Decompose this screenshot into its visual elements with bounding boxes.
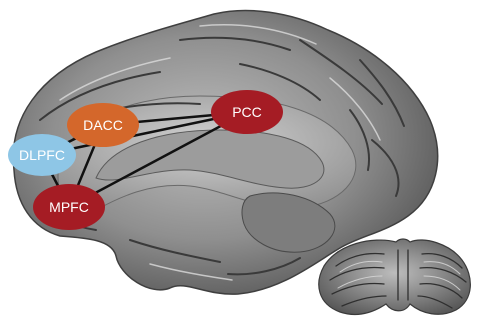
coronal-section-inset — [319, 239, 471, 314]
node-dacc: DACC — [67, 103, 139, 147]
node-dlpfc-label: DLPFC — [19, 147, 65, 163]
node-mpfc: MPFC — [33, 184, 105, 230]
node-pcc-label: PCC — [232, 104, 262, 120]
coronal-outline — [319, 239, 471, 314]
node-pcc: PCC — [211, 90, 283, 134]
node-dlpfc: DLPFC — [8, 134, 76, 176]
node-dacc-label: DACC — [83, 117, 123, 133]
node-mpfc-label: MPFC — [49, 199, 89, 215]
